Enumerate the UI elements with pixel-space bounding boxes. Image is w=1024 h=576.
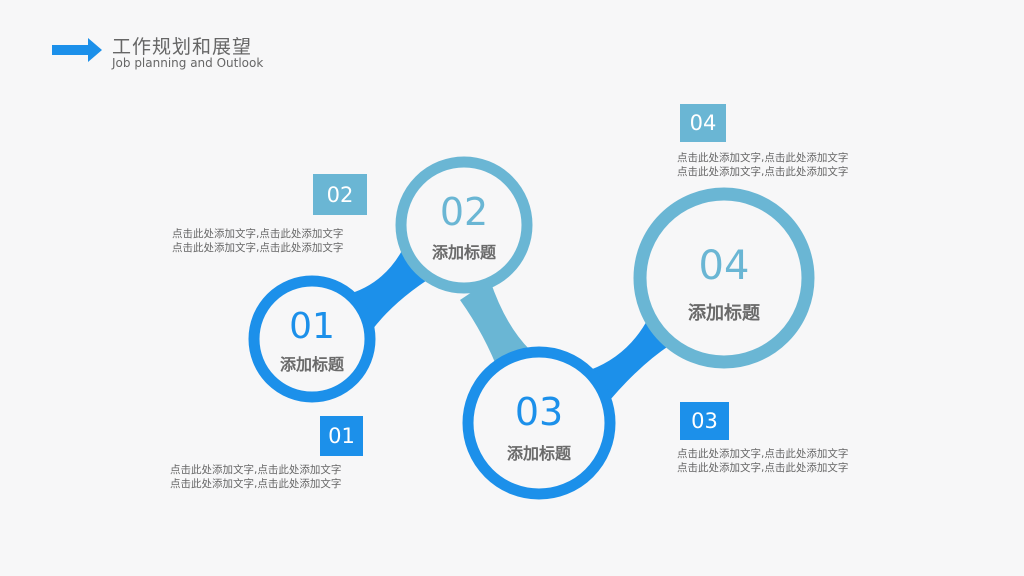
desc-04-line1: 点击此处添加文字,点击此处添加文字 — [677, 152, 849, 164]
page-subtitle: Job planning and Outlook — [112, 56, 264, 70]
badge-02: 02 — [313, 174, 367, 215]
circle-03-number: 03 — [514, 390, 564, 434]
badge-04: 04 — [680, 104, 726, 142]
desc-03-line2: 点击此处添加文字,点击此处添加文字 — [677, 462, 849, 474]
circle-03-title: 添加标题 — [506, 444, 571, 463]
desc-03: 点击此处添加文字,点击此处添加文字 点击此处添加文字,点击此处添加文字 — [677, 447, 848, 475]
circle-02-ring — [395, 156, 533, 294]
desc-02-line1: 点击此处添加文字,点击此处添加文字 — [172, 228, 344, 240]
desc-03-line1: 点击此处添加文字,点击此处添加文字 — [677, 448, 849, 460]
badge-03: 03 — [680, 402, 729, 440]
desc-01: 点击此处添加文字,点击此处添加文字 点击此处添加文字,点击此处添加文字 — [170, 463, 341, 491]
circle-04-ring — [633, 187, 815, 369]
circle-02-number: 02 — [439, 190, 489, 234]
circle-03-ring — [462, 346, 616, 500]
badge-01: 01 — [320, 416, 363, 456]
page-title: 工作规划和展望 — [112, 36, 253, 58]
desc-01-line2: 点击此处添加文字,点击此处添加文字 — [170, 478, 342, 490]
desc-04: 点击此处添加文字,点击此处添加文字 点击此处添加文字,点击此处添加文字 — [677, 151, 848, 179]
desc-02: 点击此处添加文字,点击此处添加文字 点击此处添加文字,点击此处添加文字 — [172, 227, 343, 255]
circle-02-title: 添加标题 — [431, 243, 496, 262]
circle-04-number: 04 — [698, 243, 750, 289]
right-arrow-icon — [52, 38, 102, 62]
circle-01-number: 01 — [289, 306, 335, 347]
desc-02-line2: 点击此处添加文字,点击此处添加文字 — [172, 242, 344, 254]
circle-01-title: 添加标题 — [279, 355, 344, 374]
desc-04-line2: 点击此处添加文字,点击此处添加文字 — [677, 166, 849, 178]
circle-04-title: 添加标题 — [688, 303, 760, 324]
desc-01-line1: 点击此处添加文字,点击此处添加文字 — [170, 464, 342, 476]
circle-01-ring — [248, 275, 376, 403]
connector-03-04 — [590, 315, 670, 400]
